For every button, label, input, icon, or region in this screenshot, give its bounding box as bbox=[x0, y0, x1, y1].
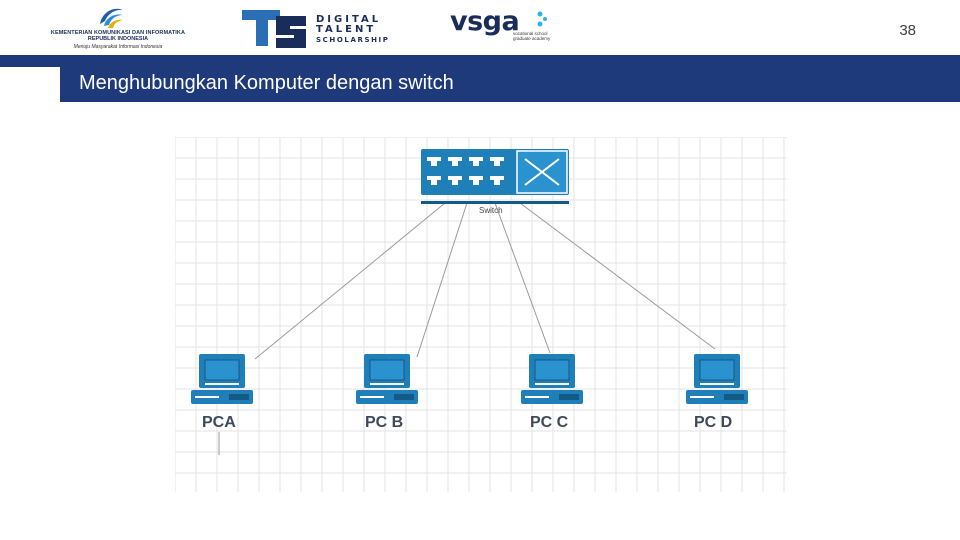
network-link bbox=[254, 202, 446, 360]
switch-label: Switch bbox=[479, 206, 503, 215]
pc-drive-icon bbox=[525, 396, 549, 398]
network-link bbox=[519, 202, 716, 350]
diagram-canvas bbox=[175, 137, 787, 492]
header-logos: KEMENTERIAN KOMUNIKASI DAN INFORMATIKA R… bbox=[0, 0, 960, 55]
pc-screen-line bbox=[205, 383, 239, 385]
switch-port-icon bbox=[469, 176, 483, 180]
vsga-wordmark: vsga bbox=[450, 6, 520, 37]
kominfo-ministry-text: KEMENTERIAN KOMUNIKASI DAN INFORMATIKA bbox=[50, 30, 186, 36]
switch-port-icon bbox=[490, 157, 504, 161]
kominfo-emblem-icon bbox=[100, 8, 123, 28]
network-link bbox=[494, 202, 551, 354]
vsga-subtitle: vocational school graduate academy bbox=[513, 31, 551, 41]
pc-drive-icon bbox=[394, 394, 414, 400]
switch-port-icon bbox=[469, 157, 483, 161]
pc-label-a: PCA bbox=[202, 414, 236, 431]
pc-screen-icon bbox=[534, 359, 570, 381]
pc-drive-icon bbox=[360, 396, 384, 398]
dts-word-talent: TALENT bbox=[316, 24, 377, 35]
switch-port-icon bbox=[494, 180, 500, 185]
pc-base-icon bbox=[521, 390, 583, 404]
switch-port-icon bbox=[431, 180, 437, 185]
switch-port-icon bbox=[431, 161, 437, 166]
pc-drive-icon bbox=[724, 394, 744, 400]
dts-word-scholarship: SCHOLARSHIP bbox=[316, 36, 390, 44]
kominfo-motto-text: Menuju Masyarakat Informasi Indonesia bbox=[73, 44, 163, 50]
pc-screen-icon bbox=[369, 359, 405, 381]
pc-screen-line bbox=[535, 383, 569, 385]
switch-port-icon bbox=[427, 157, 441, 161]
pc-label-c: PC C bbox=[530, 414, 569, 431]
switch-port-icon bbox=[490, 176, 504, 180]
pc-label-b: PC B bbox=[365, 414, 404, 431]
dts-logo: DIGITAL TALENT SCHOLARSHIP bbox=[240, 6, 410, 50]
kominfo-logo: KEMENTERIAN KOMUNIKASI DAN INFORMATIKA R… bbox=[38, 4, 198, 50]
switch-port-icon bbox=[448, 176, 462, 180]
switch-port-icon bbox=[473, 161, 479, 166]
kominfo-country-text: REPUBLIK INDONESIA bbox=[87, 36, 149, 42]
pc-drive-icon bbox=[559, 394, 579, 400]
pc-screen-icon bbox=[204, 359, 240, 381]
pc-drive-icon bbox=[229, 394, 249, 400]
switch-base bbox=[421, 201, 569, 204]
switch-port-icon bbox=[494, 161, 500, 166]
switch-cross-icon bbox=[524, 158, 560, 186]
dts-mark-icon bbox=[242, 10, 306, 48]
switch-port-icon bbox=[427, 176, 441, 180]
pc-screen-line bbox=[370, 383, 404, 385]
pc-label-d: PC D bbox=[694, 414, 733, 431]
slide-title: Menghubungkan Komputer dengan switch bbox=[79, 72, 454, 94]
pc-drive-icon bbox=[690, 396, 714, 398]
page-number: 38 bbox=[899, 22, 916, 39]
switch-port-icon bbox=[448, 157, 462, 161]
network-link bbox=[416, 202, 468, 358]
pc-base-icon bbox=[191, 390, 253, 404]
dts-word-digital: DIGITAL bbox=[316, 14, 382, 25]
switch-port-icon bbox=[452, 161, 458, 166]
pc-base-icon bbox=[356, 390, 418, 404]
pc-base-icon bbox=[686, 390, 748, 404]
pc-screen-line bbox=[700, 383, 734, 385]
switch-port-icon bbox=[452, 180, 458, 185]
title-accent-box bbox=[0, 67, 60, 102]
switch-port-icon bbox=[473, 180, 479, 185]
vsga-logo: vsga vocational school graduate academy bbox=[450, 6, 560, 52]
title-band bbox=[0, 55, 960, 102]
pc-drive-icon bbox=[195, 396, 219, 398]
pc-screen-icon bbox=[699, 359, 735, 381]
network-diagram: Switch PCA PC B PC C PC D bbox=[175, 137, 787, 492]
vsga-dots-icon bbox=[537, 11, 547, 27]
